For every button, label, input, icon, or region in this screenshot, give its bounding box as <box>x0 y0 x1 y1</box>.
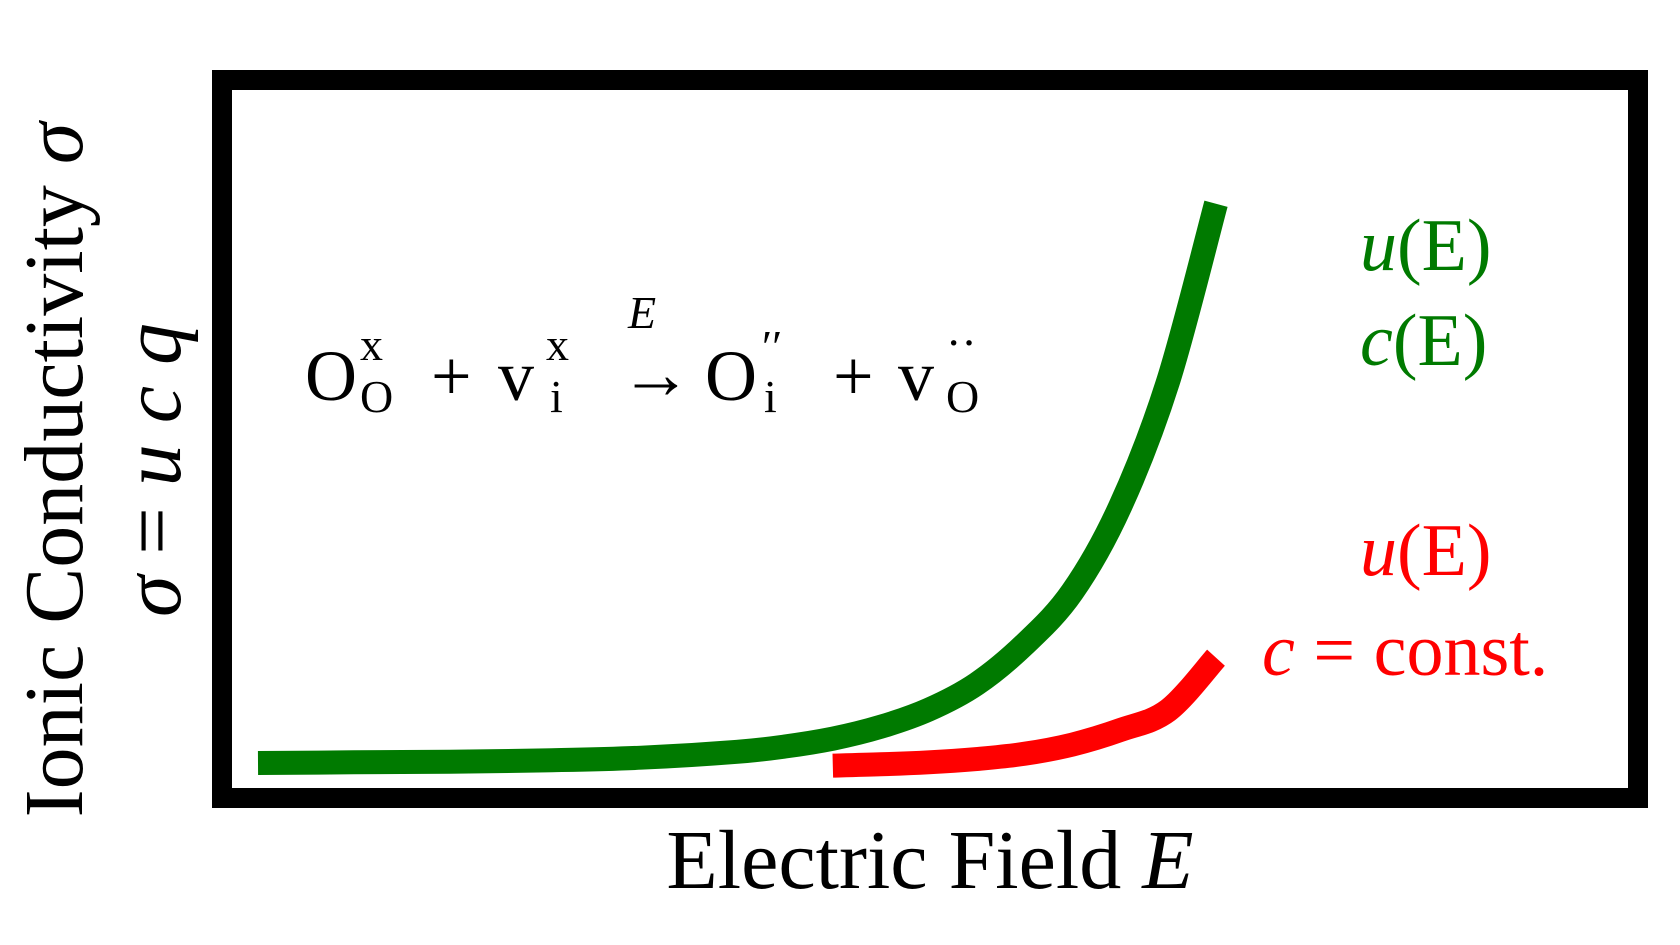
svg-text:v: v <box>898 336 934 416</box>
y-axis-label-line1: Ionic Conductivity σ <box>8 119 101 817</box>
svg-text:i: i <box>550 371 563 422</box>
svg-text:O: O <box>946 371 979 422</box>
svg-text:′′: ′′ <box>762 321 782 372</box>
reaction-equation: O x O + v x i E → O ′′ i + v ·· O <box>305 287 979 422</box>
svg-text:O: O <box>705 336 757 416</box>
green-annotation: u(E) c(E) <box>1360 205 1492 382</box>
svg-text:E: E <box>627 287 656 338</box>
svg-text:O: O <box>360 371 393 422</box>
svg-text:→: → <box>620 334 692 414</box>
svg-text:u(E): u(E) <box>1360 510 1492 592</box>
svg-text:+: + <box>815 336 892 416</box>
svg-text:c(E): c(E) <box>1360 300 1487 382</box>
svg-text:v: v <box>498 336 534 416</box>
svg-text:i: i <box>764 371 777 422</box>
svg-text:x: x <box>546 319 569 370</box>
svg-text:u(E): u(E) <box>1360 205 1492 287</box>
x-axis-label: Electric Field E <box>666 814 1193 907</box>
series-line-red <box>832 649 1226 778</box>
svg-text:··: ·· <box>946 317 977 368</box>
y-axis-label-line2: σ = u c q <box>106 323 199 617</box>
curves <box>257 200 1228 778</box>
series-line-green <box>257 200 1228 775</box>
svg-text:x: x <box>360 319 383 370</box>
red-annotation: u(E) c = const. <box>1262 510 1548 692</box>
svg-text:c = const.: c = const. <box>1262 610 1548 692</box>
y-axis-label: Ionic Conductivity σ σ = u c q <box>8 119 199 817</box>
svg-text:+: + <box>413 336 490 416</box>
plot-frame <box>212 70 1648 808</box>
svg-text:O: O <box>305 336 357 416</box>
